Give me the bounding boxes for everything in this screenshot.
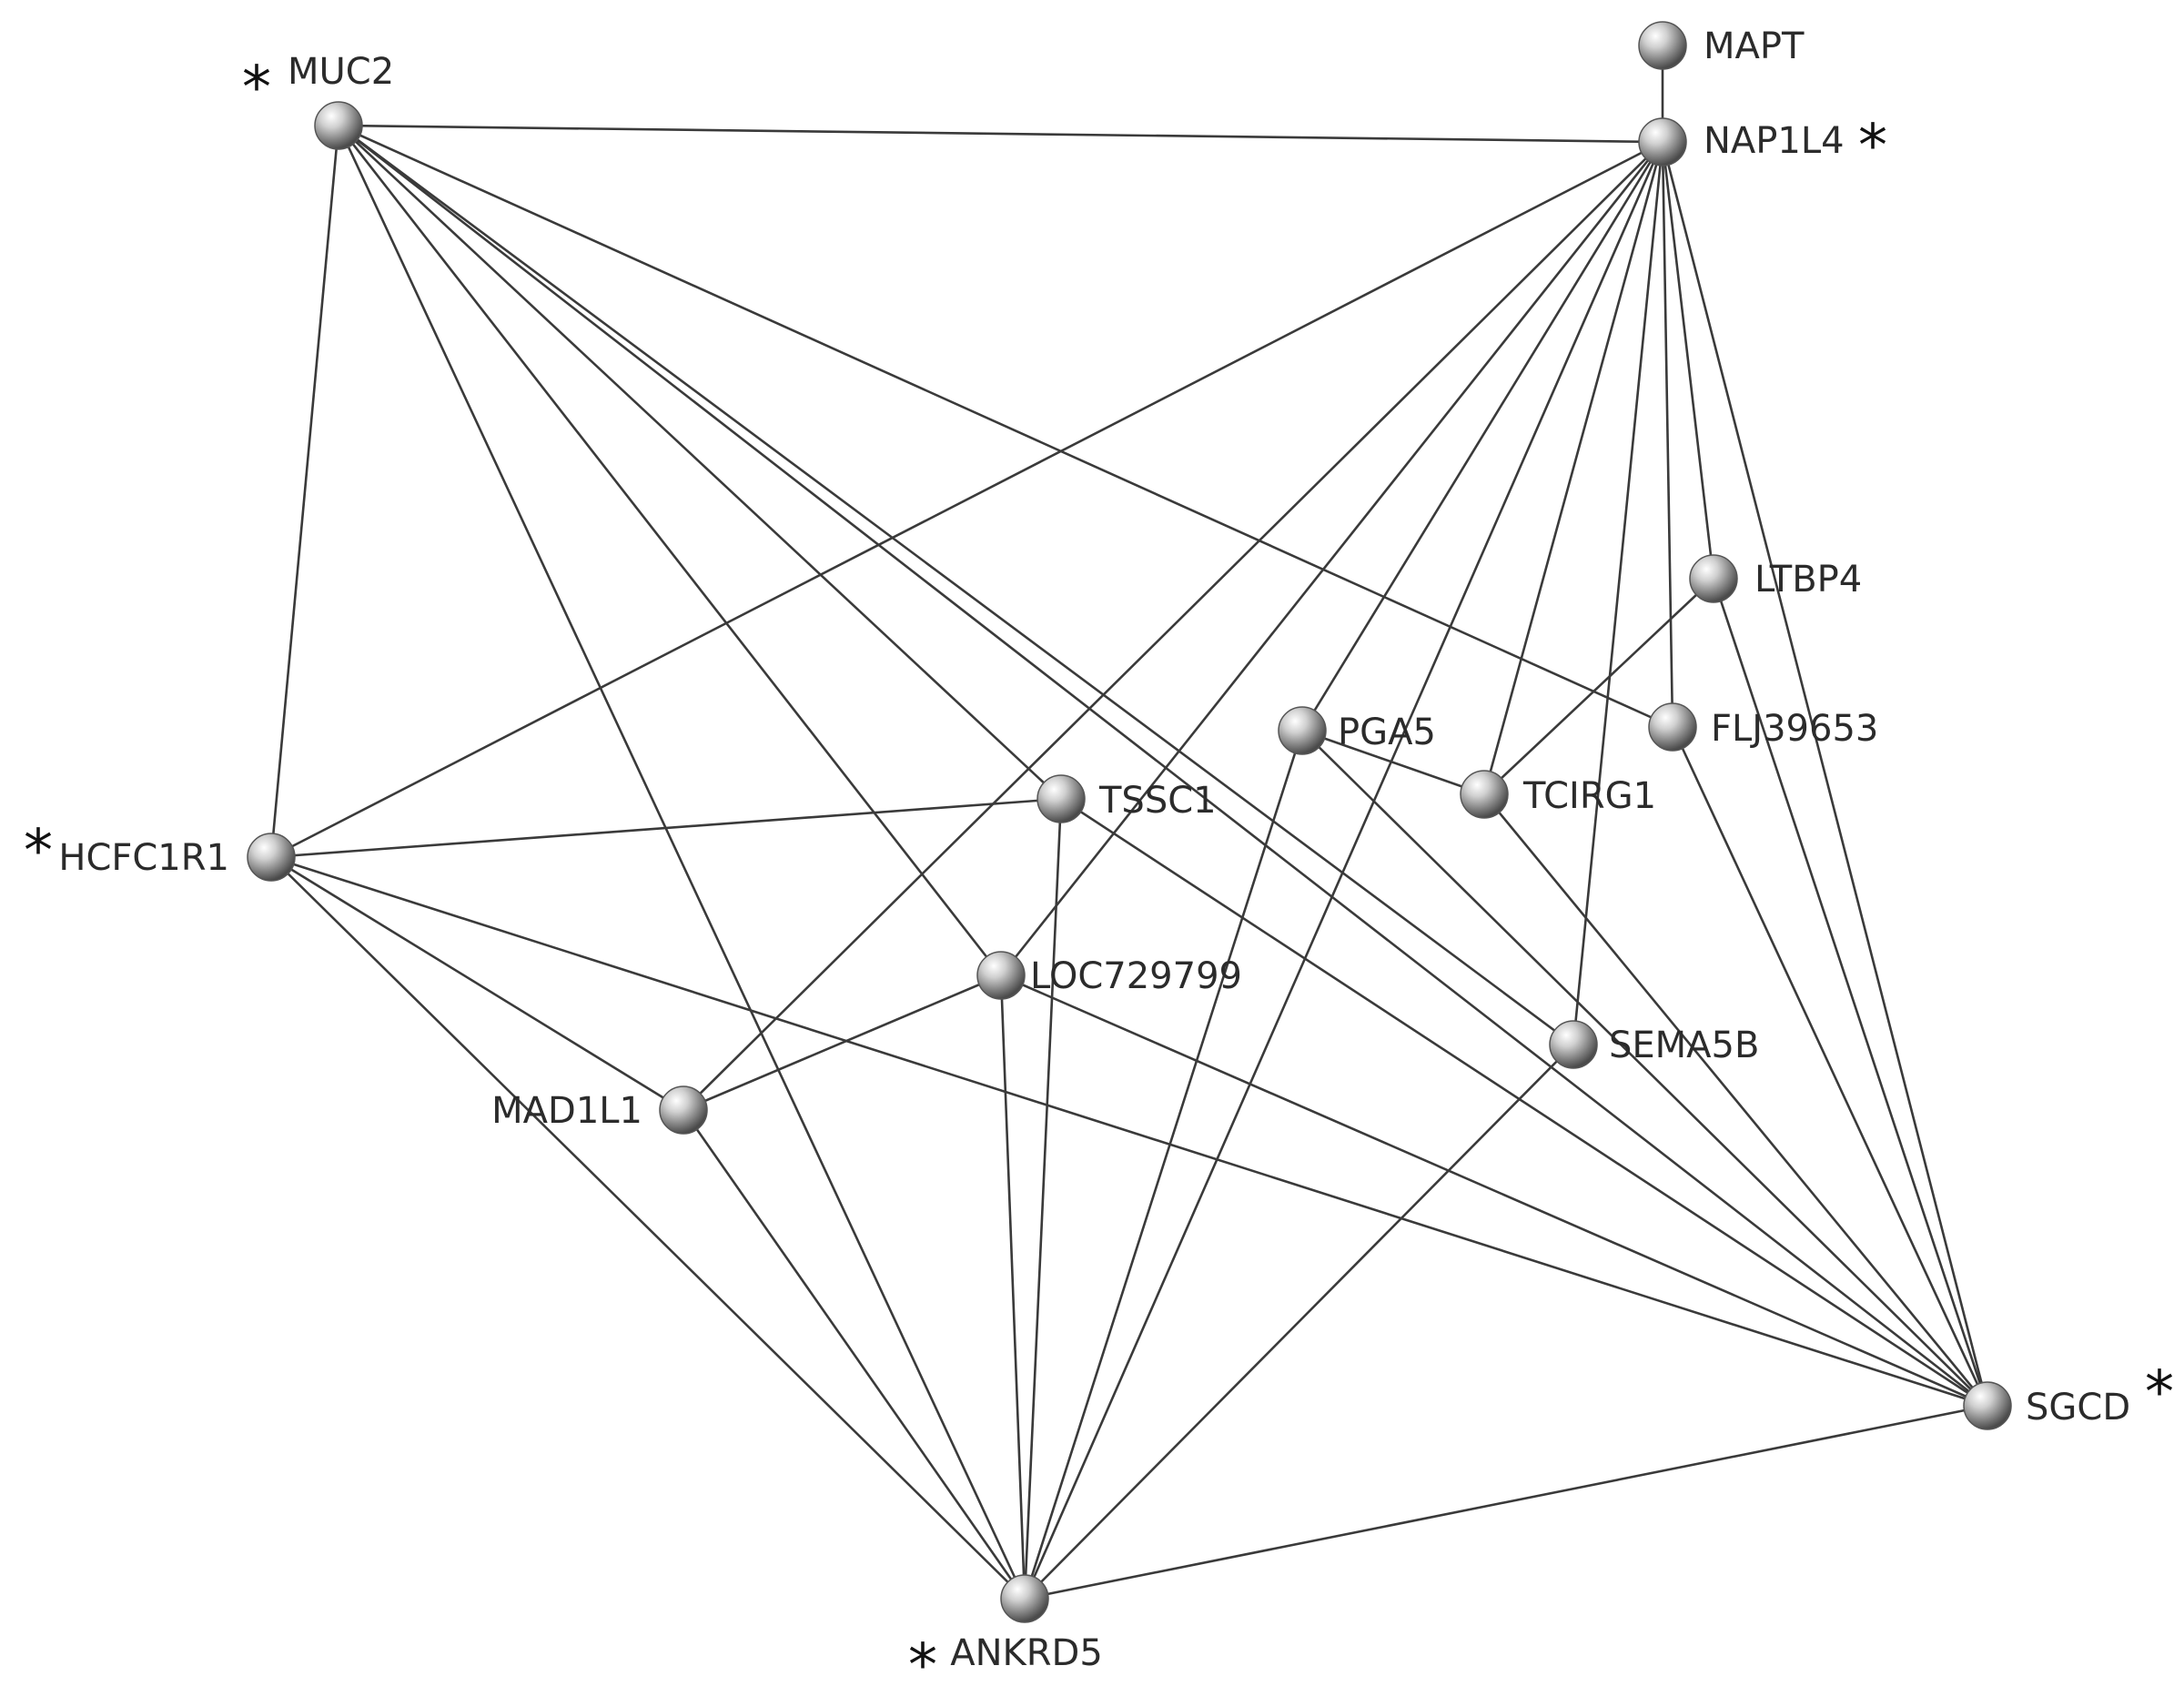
- edge-tssc1-sgcd: [1060, 797, 1988, 1408]
- edge-hcfc1r1-sgcd: [270, 855, 1988, 1408]
- edge-nap1l4-sgcd: [1661, 141, 1989, 1407]
- edge-nap1l4-loc729799: [999, 141, 1664, 976]
- node-flj39653[interactable]: FLJ39653: [1648, 702, 1878, 752]
- node-ankrd5[interactable]: ANKRD5 *: [908, 1574, 1103, 1686]
- node-sphere-icon: [1638, 21, 1687, 70]
- asterisk-marker: *: [24, 818, 53, 885]
- node-sphere-icon: [1648, 702, 1697, 752]
- edge-flj39653-sgcd: [1671, 726, 1989, 1407]
- node-sphere-icon: [247, 833, 296, 882]
- node-sphere-icon: [1036, 774, 1086, 823]
- node-label: NAP1L4: [1704, 120, 1845, 162]
- node-hcfc1r1[interactable]: HCFC1R1*: [24, 818, 296, 885]
- node-sphere-icon: [1000, 1574, 1049, 1623]
- node-sphere-icon: [1278, 706, 1327, 755]
- node-tcirg1[interactable]: TCIRG1: [1460, 770, 1656, 819]
- edge-ltbp4-sgcd: [1712, 578, 1989, 1407]
- node-label: MAD1L1: [491, 1090, 642, 1132]
- node-label: HCFC1R1: [58, 837, 229, 879]
- edge-nap1l4-tcirg1: [1482, 141, 1664, 795]
- node-sphere-icon: [1689, 554, 1738, 603]
- edge-nap1l4-pga5: [1300, 141, 1664, 732]
- edge-nap1l4-ltbp4: [1661, 141, 1715, 580]
- node-label: FLJ39653: [1711, 708, 1878, 750]
- edge-hcfc1r1-ankrd5: [270, 856, 1026, 1600]
- asterisk-marker: *: [242, 55, 271, 122]
- node-mad1l1[interactable]: MAD1L1: [491, 1085, 708, 1135]
- edge-ltbp4-tcirg1: [1483, 578, 1714, 795]
- edge-mad1l1-ankrd5: [682, 1109, 1026, 1600]
- node-label: LOC729799: [1030, 955, 1242, 997]
- node-pga5[interactable]: PGA5: [1278, 706, 1436, 755]
- edge-muc2-hcfc1r1: [269, 125, 340, 858]
- edge-muc2-sgcd: [338, 124, 1988, 1408]
- asterisk-marker: *: [908, 1632, 937, 1686]
- node-ltbp4[interactable]: LTBP4: [1689, 554, 1862, 603]
- node-label: PGA5: [1338, 712, 1436, 753]
- node-label: MAPT: [1704, 25, 1805, 67]
- asterisk-marker: *: [2145, 1359, 2174, 1427]
- node-sphere-icon: [1460, 770, 1509, 819]
- node-sphere-icon: [1638, 117, 1687, 167]
- edge-pga5-ankrd5: [1023, 730, 1304, 1600]
- node-sema5b[interactable]: SEMA5B: [1549, 1020, 1759, 1069]
- edge-muc2-flj39653: [338, 124, 1673, 729]
- edge-muc2-nap1l4: [338, 124, 1663, 144]
- node-sgcd[interactable]: SGCD *: [1963, 1359, 2174, 1430]
- node-mapt[interactable]: MAPT: [1638, 21, 1805, 70]
- node-loc729799[interactable]: LOC729799: [976, 951, 1242, 1000]
- node-tssc1[interactable]: TSSC1: [1036, 774, 1217, 823]
- edge-nap1l4-flj39653: [1661, 141, 1674, 728]
- edge-loc729799-ankrd5: [999, 974, 1026, 1600]
- node-sphere-icon: [976, 951, 1026, 1000]
- node-label: TCIRG1: [1522, 775, 1656, 817]
- asterisk-marker: *: [1858, 113, 1887, 180]
- edge-nap1l4-ankrd5: [1023, 141, 1664, 1600]
- edge-sema5b-ankrd5: [1024, 1044, 1574, 1600]
- edge-nap1l4-hcfc1r1: [270, 140, 1663, 859]
- edge-muc2-ankrd5: [337, 125, 1026, 1600]
- node-sphere-icon: [314, 101, 363, 150]
- node-sphere-icon: [659, 1085, 708, 1135]
- node-sphere-icon: [1963, 1381, 2012, 1430]
- edge-tcirg1-sgcd: [1482, 793, 1989, 1407]
- edge-nap1l4-sema5b: [1572, 141, 1664, 1045]
- edge-muc2-loc729799: [337, 125, 1003, 976]
- node-sphere-icon: [1549, 1020, 1598, 1069]
- edge-loc729799-sgcd: [1000, 974, 1988, 1408]
- edge-pga5-sgcd: [1301, 730, 1988, 1407]
- node-label: TSSC1: [1098, 780, 1217, 822]
- edge-tssc1-ankrd5: [1023, 798, 1063, 1600]
- edge-sgcd-ankrd5: [1024, 1404, 1988, 1600]
- node-label: MUC2: [288, 51, 394, 93]
- edge-muc2-sema5b: [338, 124, 1574, 1046]
- node-label: SEMA5B: [1609, 1025, 1759, 1066]
- node-label: ANKRD5: [950, 1632, 1103, 1674]
- edge-nap1l4-mad1l1: [682, 141, 1663, 1111]
- edge-pga5-tcirg1: [1301, 729, 1485, 796]
- node-label: LTBP4: [1754, 559, 1862, 601]
- edge-tssc1-hcfc1r1: [270, 797, 1062, 859]
- edge-muc2-tssc1: [338, 125, 1062, 800]
- edge-hcfc1r1-mad1l1: [270, 855, 684, 1112]
- edge-loc729799-mad1l1: [682, 974, 1002, 1112]
- node-nap1l4[interactable]: NAP1L4 *: [1638, 113, 1887, 180]
- edges-layer: [269, 45, 1989, 1600]
- node-muc2[interactable]: MUC2 *: [242, 51, 394, 150]
- node-label: SGCD: [2026, 1387, 2130, 1429]
